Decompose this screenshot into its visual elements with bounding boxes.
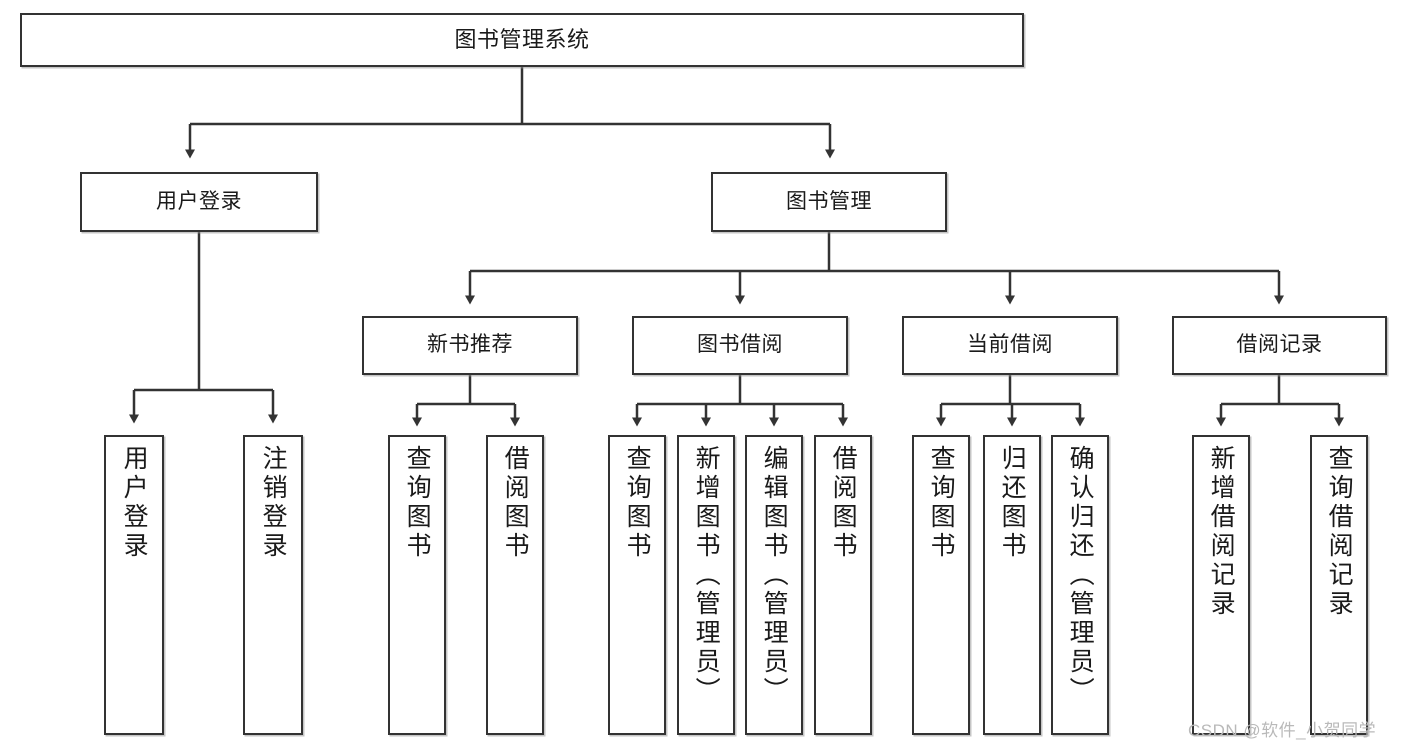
leaf-edit-book-admin-label: 编辑图书（管理员） xyxy=(760,445,789,706)
leaf-logout-label: 注销登录 xyxy=(259,445,288,561)
node-user-login[interactable]: 用户登录 xyxy=(80,172,318,232)
edge-group-records xyxy=(1216,375,1344,427)
node-root-label: 图书管理系统 xyxy=(454,27,590,53)
node-borrow-records-label: 借阅记录 xyxy=(1236,333,1323,357)
leaf-add-book-admin-label: 新增图书（管理员） xyxy=(692,445,721,706)
node-current-borrow-label: 当前借阅 xyxy=(967,333,1053,357)
node-current-borrow[interactable]: 当前借阅 xyxy=(902,316,1118,375)
leaf-borrow-book-newbook-label: 借阅图书 xyxy=(501,445,530,561)
edge-group-book-mgmt xyxy=(465,232,1284,305)
leaf-query-book-newbook-label: 查询图书 xyxy=(403,445,432,561)
node-book-management-label: 图书管理 xyxy=(786,189,872,213)
leaf-user-login-label: 用户登录 xyxy=(120,445,149,561)
node-root[interactable]: 图书管理系统 xyxy=(20,13,1024,67)
edge-group-current xyxy=(936,375,1085,427)
edge-group-borrow xyxy=(632,375,848,427)
leaf-return-book[interactable]: 归还图书 xyxy=(983,435,1041,735)
edge-group-newbook xyxy=(412,375,520,427)
node-user-login-label: 用户登录 xyxy=(156,189,242,213)
leaf-return-book-label: 归还图书 xyxy=(998,445,1027,561)
leaf-query-borrow-record-label: 查询借阅记录 xyxy=(1325,445,1354,619)
leaf-query-book-borrow-label: 查询图书 xyxy=(623,445,652,561)
leaf-confirm-return-admin-label: 确认归还（管理员） xyxy=(1066,445,1095,706)
leaf-borrow-book-newbook[interactable]: 借阅图书 xyxy=(486,435,544,735)
leaf-edit-book-admin[interactable]: 编辑图书（管理员） xyxy=(745,435,803,735)
node-book-management[interactable]: 图书管理 xyxy=(711,172,947,232)
leaf-add-borrow-record-label: 新增借阅记录 xyxy=(1207,445,1236,619)
leaf-logout[interactable]: 注销登录 xyxy=(243,435,303,735)
edge-group-user-login xyxy=(129,232,278,424)
leaf-borrow-book-borrow[interactable]: 借阅图书 xyxy=(814,435,872,735)
leaf-borrow-book-borrow-label: 借阅图书 xyxy=(829,445,858,561)
node-new-book-recommend-label: 新书推荐 xyxy=(427,333,513,357)
node-book-borrow[interactable]: 图书借阅 xyxy=(632,316,848,375)
leaf-query-book-current[interactable]: 查询图书 xyxy=(912,435,970,735)
leaf-add-book-admin[interactable]: 新增图书（管理员） xyxy=(677,435,735,735)
leaf-add-borrow-record[interactable]: 新增借阅记录 xyxy=(1192,435,1250,735)
node-new-book-recommend[interactable]: 新书推荐 xyxy=(362,316,578,375)
node-borrow-records[interactable]: 借阅记录 xyxy=(1172,316,1387,375)
leaf-query-book-newbook[interactable]: 查询图书 xyxy=(388,435,446,735)
edge-group-root xyxy=(185,67,835,159)
leaf-user-login[interactable]: 用户登录 xyxy=(104,435,164,735)
leaf-query-book-borrow[interactable]: 查询图书 xyxy=(608,435,666,735)
node-book-borrow-label: 图书借阅 xyxy=(697,333,783,357)
leaf-query-book-current-label: 查询图书 xyxy=(927,445,956,561)
leaf-query-borrow-record[interactable]: 查询借阅记录 xyxy=(1310,435,1368,735)
csdn-watermark: CSDN @软件_小贺同学 xyxy=(1188,721,1377,740)
leaf-confirm-return-admin[interactable]: 确认归还（管理员） xyxy=(1051,435,1109,735)
